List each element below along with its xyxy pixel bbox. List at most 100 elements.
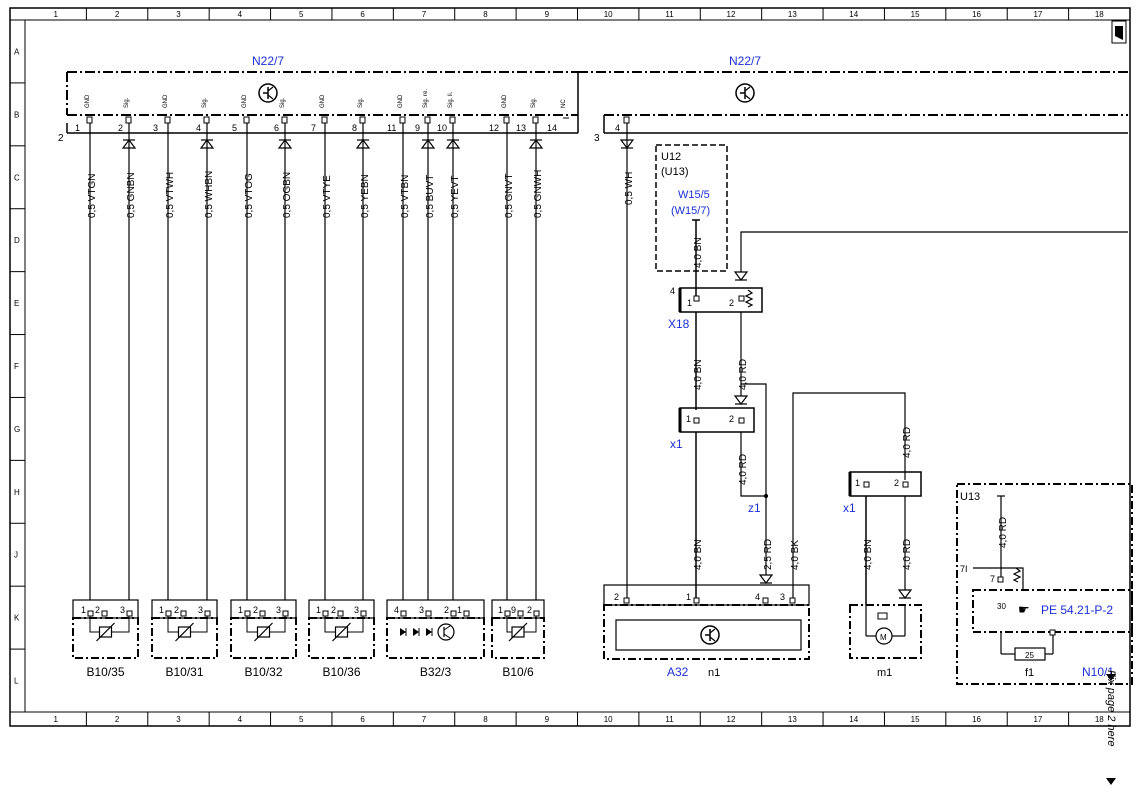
wire-label: 0,5 GNVT xyxy=(504,174,515,218)
sensor-pin: 2 xyxy=(174,605,179,615)
row-letter: K xyxy=(14,614,20,623)
wire-label: 0,5 YEVT xyxy=(450,175,461,218)
column-number: 18 xyxy=(1095,10,1104,19)
m1-wire-rd: 4,0 RD xyxy=(902,539,913,570)
pin-signal: Sig. xyxy=(358,97,364,108)
column-number: 12 xyxy=(727,10,736,19)
sensor-pin: 3 xyxy=(354,605,359,615)
sensor-pin: 1 xyxy=(238,605,243,615)
x18-pin1: 1 xyxy=(687,298,692,308)
a32-wire-bn: 4,0 BN xyxy=(693,539,704,570)
column-number: 14 xyxy=(849,715,858,724)
column-number: 13 xyxy=(788,715,797,724)
wire-label: 0,5 WHBN xyxy=(204,171,215,218)
u13-box: U13 4,0 RD 7I 7 30 ☛ PE 54.21-P-2 25 f1 … xyxy=(956,483,1133,685)
row-letter: J xyxy=(14,551,18,560)
transistor-icon xyxy=(735,83,755,103)
a32-pin-1: 1 xyxy=(686,592,691,602)
sensor-pin: 9 xyxy=(511,605,516,615)
module-label-right: N22/7 xyxy=(729,54,761,68)
sensor-element-icon xyxy=(167,616,208,642)
fuse-value: 25 xyxy=(1025,651,1034,660)
x1a-pin1: 1 xyxy=(686,414,691,424)
pin-signal: Sig. xyxy=(202,97,208,108)
page-corner-icon xyxy=(1111,20,1127,44)
pin-signal: Sig. xyxy=(531,97,537,108)
column-number: 5 xyxy=(299,10,304,19)
a32-pin-4: 4 xyxy=(755,592,760,602)
sensor-pin: 1 xyxy=(457,605,462,615)
m1-label: m1 xyxy=(877,667,892,679)
fuse-label: f1 xyxy=(1025,667,1034,679)
row-letter: E xyxy=(14,299,19,308)
sensor-element-icon xyxy=(89,616,130,642)
u13-pin30: 30 xyxy=(997,602,1006,611)
n10-label: N10/1 xyxy=(1082,665,1114,679)
wire-label: 0,5 BUVT xyxy=(425,175,436,218)
ref-hand-icon: ☛ xyxy=(1018,602,1030,617)
u12-label: U12 xyxy=(661,151,681,163)
column-number: 5 xyxy=(299,715,304,724)
pin-number: 13 xyxy=(516,123,526,133)
rd-below-x1: 4,0 RD xyxy=(738,454,749,485)
row-letter: L xyxy=(14,677,19,686)
mid-wire-rd: 4,0 RD xyxy=(738,359,749,390)
sensor-element-icon xyxy=(246,616,286,642)
w15-5-label: W15/5 xyxy=(678,189,710,201)
sensor-label: B10/31 xyxy=(165,665,203,679)
wire-label: 0,5 VTYE xyxy=(322,175,333,218)
a32-pin-3: 3 xyxy=(780,592,785,602)
column-number: 2 xyxy=(115,10,120,19)
pin-number: 7 xyxy=(311,123,316,133)
column-number: 12 xyxy=(727,715,736,724)
pin-signal: Sig. xyxy=(124,97,130,108)
sensor-pin: 2 xyxy=(444,605,449,615)
column-number: 16 xyxy=(972,715,981,724)
wire-label: 0,5 YEBN xyxy=(360,174,371,218)
sensor-label: B10/35 xyxy=(86,665,124,679)
wire-label: 0,5 VTWH xyxy=(165,172,176,218)
x1b-pin2: 2 xyxy=(894,478,899,488)
transistor-icon xyxy=(258,83,278,103)
row-letter: C xyxy=(14,173,20,182)
pin-signal: Sig. re. xyxy=(423,89,429,108)
pin-number: 5 xyxy=(232,123,237,133)
sensor-pin: 2 xyxy=(253,605,258,615)
z1-label: z1 xyxy=(748,501,761,515)
module-bar-right xyxy=(578,71,1128,134)
row-letter: D xyxy=(14,236,20,245)
sensor-pin: 2 xyxy=(527,605,532,615)
a32-label: A32 xyxy=(667,665,689,679)
sensor-element-icon xyxy=(324,616,364,642)
a32-module: 2 1 4 3 A32 n1 xyxy=(603,584,810,679)
connector-num-left: 2 xyxy=(58,133,64,144)
column-number: 11 xyxy=(665,715,674,724)
led-sensor-icon xyxy=(400,623,455,641)
pin-signal: NC xyxy=(561,99,567,108)
column-number: 17 xyxy=(1033,10,1042,19)
pin-signal: GND xyxy=(320,94,326,108)
column-number: 15 xyxy=(911,715,920,724)
mid-wire-rd-right: 4,0 RD xyxy=(902,427,913,458)
column-number: 1 xyxy=(53,715,58,724)
column-number: 15 xyxy=(911,10,920,19)
w15-7-label: (W15/7) xyxy=(671,205,710,217)
column-number: 10 xyxy=(604,10,613,19)
a32-pin-2: 2 xyxy=(614,592,619,602)
column-number: 7 xyxy=(422,715,427,724)
row-letter: F xyxy=(14,362,19,371)
column-number: 4 xyxy=(238,10,243,19)
sensor-element-icon xyxy=(506,616,537,642)
sensor-pin: 3 xyxy=(276,605,281,615)
column-number: 7 xyxy=(422,10,427,19)
wire-label: 0,5 GNBN xyxy=(126,172,137,218)
column-number: 9 xyxy=(545,715,550,724)
sensor-label: B32/3 xyxy=(420,665,452,679)
wire-label: 0,5 VTBN xyxy=(400,175,411,218)
transistor-icon xyxy=(700,625,720,645)
